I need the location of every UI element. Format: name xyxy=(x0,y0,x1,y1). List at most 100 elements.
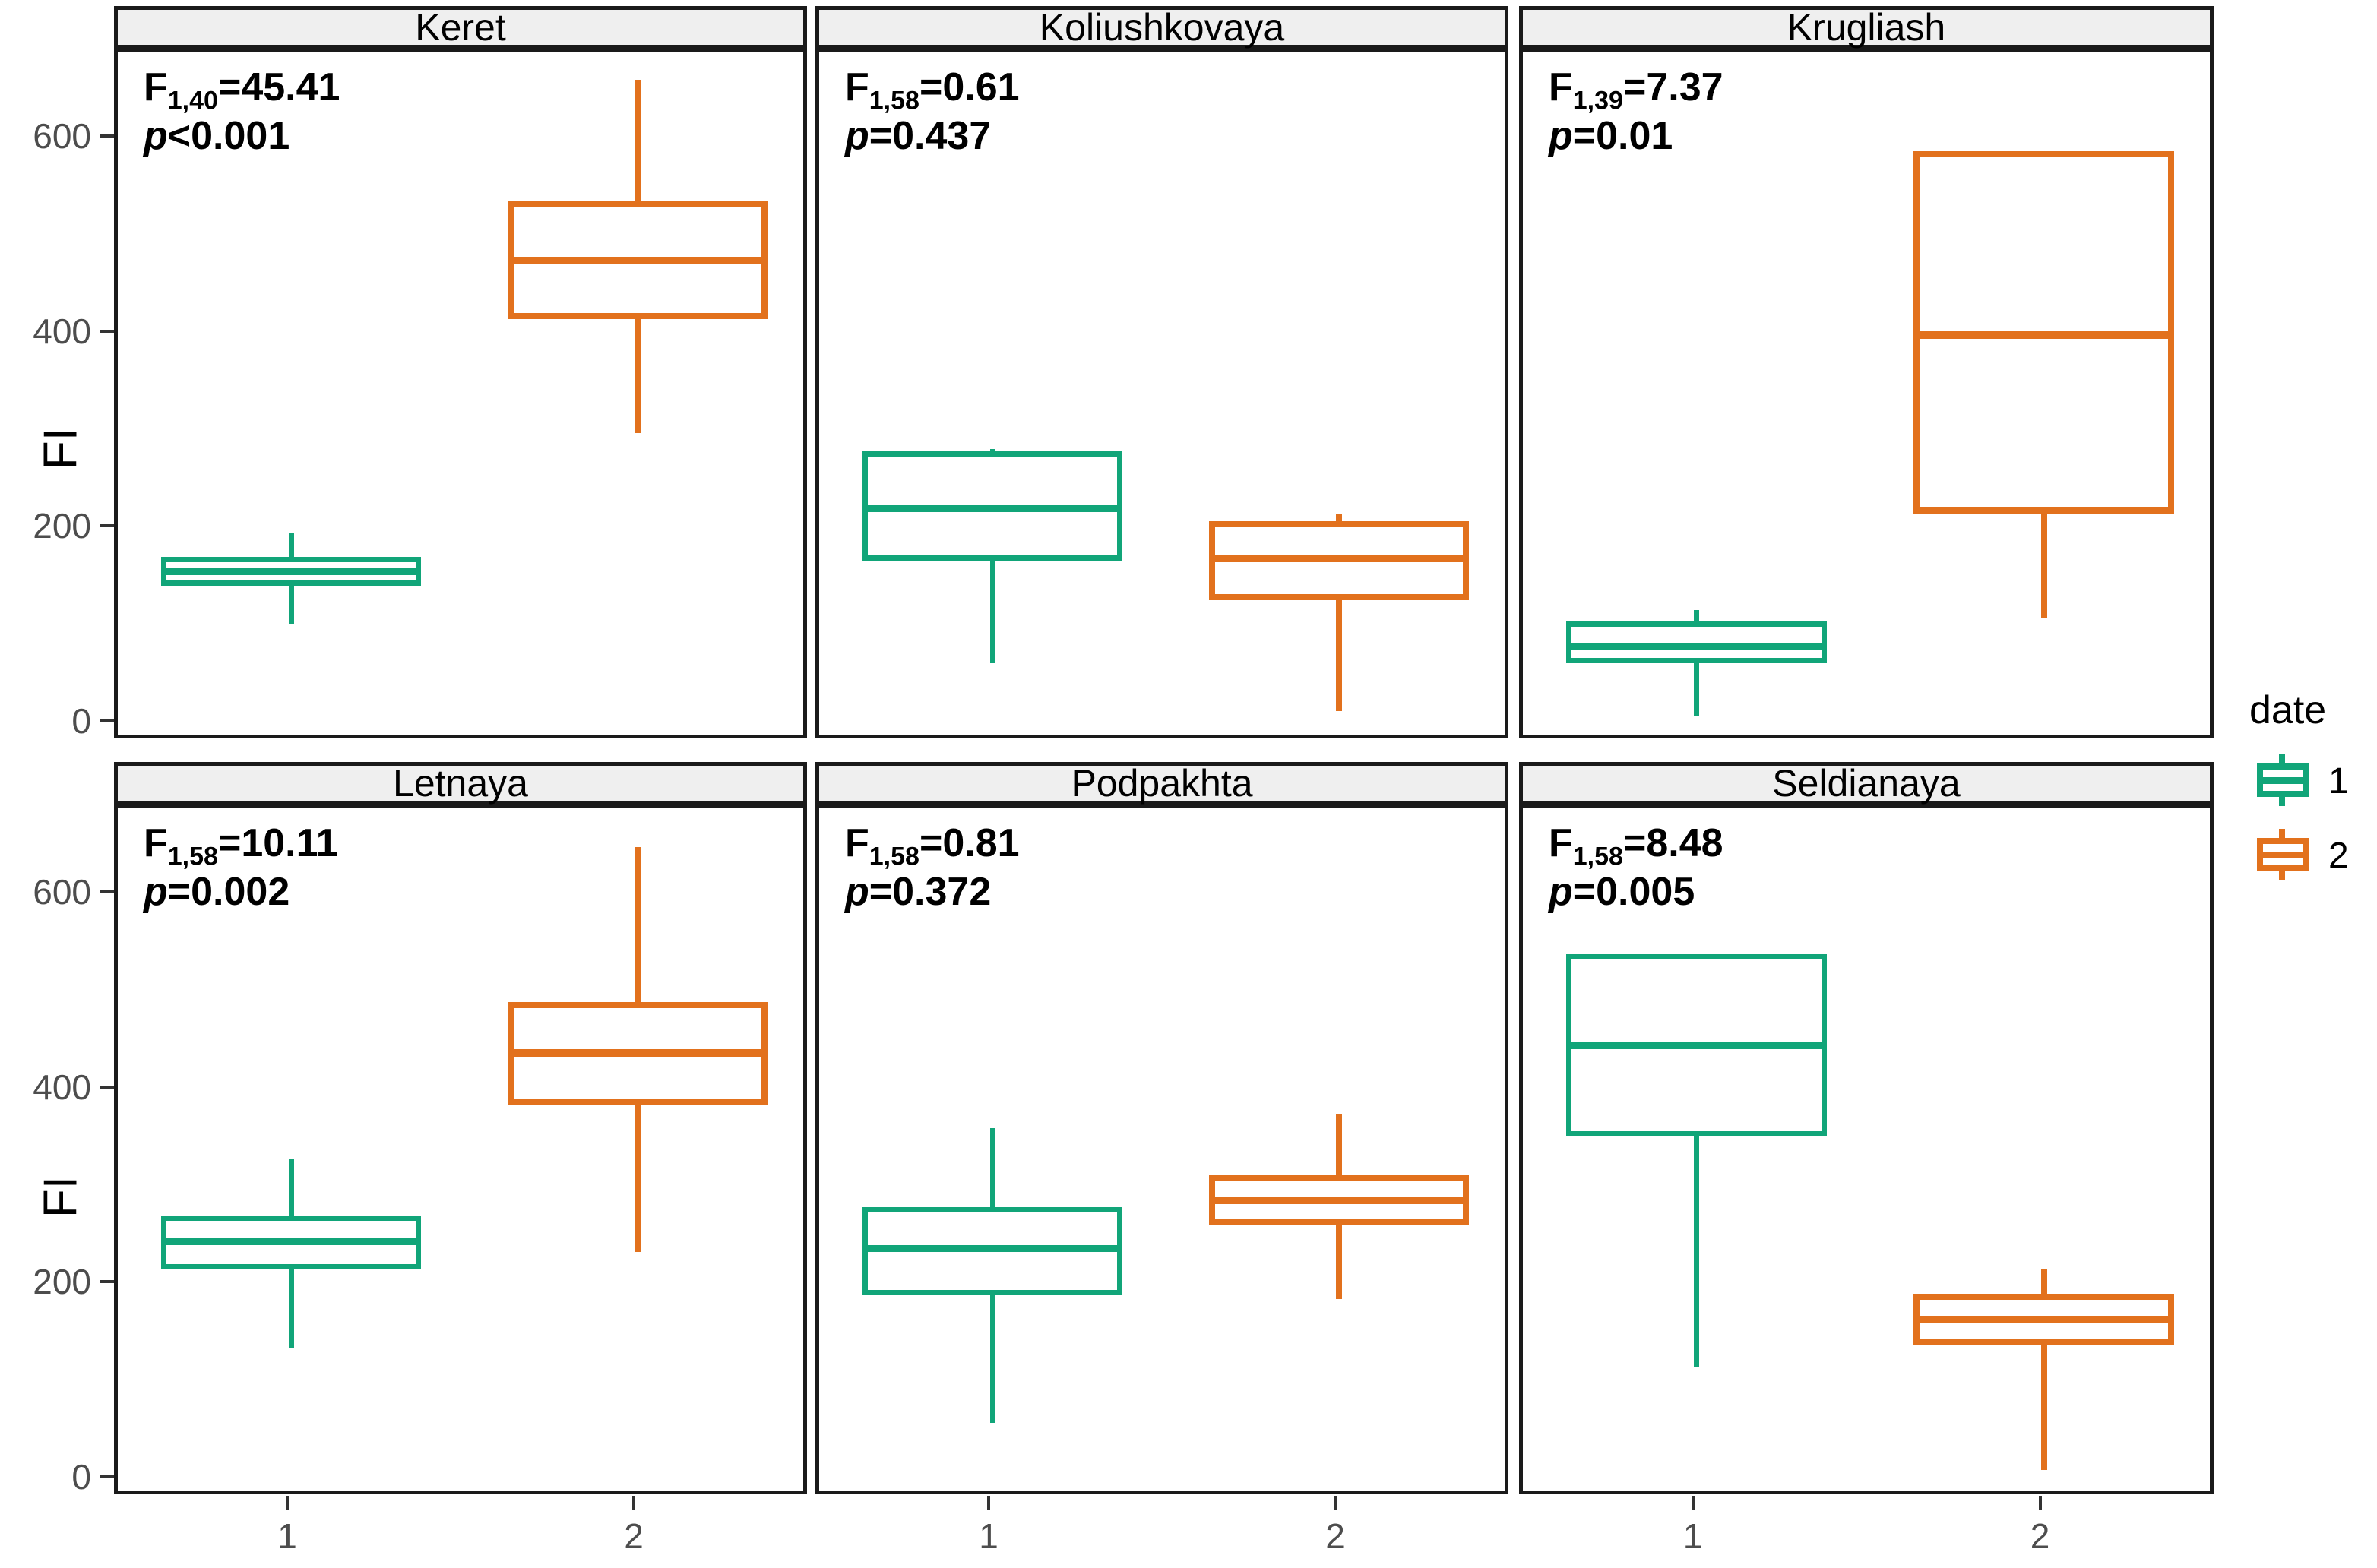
median-line xyxy=(161,568,421,576)
boxplot-group-2 xyxy=(1523,52,2210,735)
legend-key-whisker-bottom xyxy=(2279,792,2285,806)
lower-whisker xyxy=(635,1104,641,1252)
median-line xyxy=(862,504,1122,512)
median-line xyxy=(508,257,768,265)
facet-strip-label: Seldianaya xyxy=(1772,762,1961,805)
y-tick-mark xyxy=(100,134,114,138)
facet-strip-koliushkovaya: Koliushkovaya xyxy=(815,6,1508,49)
legend-key-1[interactable] xyxy=(2255,753,2310,808)
upper-whisker xyxy=(635,847,641,1003)
upper-whisker xyxy=(635,79,641,201)
y-tick-label: 400 xyxy=(33,1067,91,1107)
y-tick-label: 0 xyxy=(71,1456,91,1497)
median-line xyxy=(161,1238,421,1246)
y-tick-mark xyxy=(100,524,114,528)
legend-key-label: 1 xyxy=(2328,761,2349,801)
x-tick-label: 2 xyxy=(624,1516,644,1556)
lower-whisker xyxy=(1336,1224,1342,1300)
legend-key-2[interactable] xyxy=(2255,827,2310,882)
x-tick-mark xyxy=(632,1496,635,1510)
median-line xyxy=(862,1245,1122,1253)
y-tick-mark xyxy=(100,1475,114,1478)
upper-whisker xyxy=(1336,1114,1342,1176)
upper-whisker xyxy=(288,1159,294,1216)
legend-key-whisker-bottom xyxy=(2279,867,2285,880)
median-line xyxy=(1913,1316,2174,1324)
legend-key-median xyxy=(2257,852,2309,858)
y-tick-mark xyxy=(100,1085,114,1089)
legend: date 1 2 xyxy=(2249,688,2377,885)
facet-strip-label: Keret xyxy=(415,6,506,49)
lower-whisker xyxy=(2040,513,2047,618)
x-tick-label: 1 xyxy=(277,1516,297,1556)
legend-key-median xyxy=(2257,777,2309,784)
y-tick-mark xyxy=(100,329,114,333)
facet-strip-krugliash: Krugliash xyxy=(1519,6,2214,49)
upper-whisker xyxy=(1336,514,1342,521)
y-tick-label: 600 xyxy=(33,872,91,912)
median-line xyxy=(1566,643,1827,650)
y-tick-label: 400 xyxy=(33,311,91,351)
lower-whisker xyxy=(2040,1345,2047,1470)
median-line xyxy=(1913,330,2174,339)
boxplot-group-1 xyxy=(819,52,1505,735)
legend-title: date xyxy=(2249,688,2327,732)
x-tick-label: 2 xyxy=(1325,1516,1345,1556)
boxplot-group-2 xyxy=(118,52,803,735)
x-tick-label: 1 xyxy=(979,1516,999,1556)
boxplot-group-1 xyxy=(819,808,1505,1491)
lower-whisker xyxy=(989,561,995,664)
box-iqr xyxy=(1566,621,1827,664)
facet-strip-label: Koliushkovaya xyxy=(1039,6,1285,49)
legend-key-whisker-top xyxy=(2279,754,2285,768)
x-tick-mark xyxy=(987,1496,990,1510)
y-tick-mark xyxy=(100,719,114,722)
x-tick-mark xyxy=(1334,1496,1337,1510)
boxplot-group-2 xyxy=(819,808,1505,1491)
lower-whisker xyxy=(1336,599,1342,711)
boxplot-group-2 xyxy=(1523,808,2210,1491)
upper-whisker xyxy=(989,1127,995,1207)
facet-strip-label: Letnaya xyxy=(393,762,528,805)
facet-strip-letnaya: Letnaya xyxy=(114,762,807,805)
y-tick-mark xyxy=(100,890,114,894)
facet-strip-seldianaya: Seldianaya xyxy=(1519,762,2214,805)
median-line xyxy=(1209,1196,1469,1204)
upper-whisker xyxy=(2040,1269,2047,1294)
lower-whisker xyxy=(635,319,641,434)
facet-strip-podpakhta: Podpakhta xyxy=(815,762,1508,805)
y-axis-label: FI xyxy=(34,1175,87,1219)
boxplot-group-2 xyxy=(118,808,803,1491)
x-tick-label: 1 xyxy=(1682,1516,1703,1556)
boxplot-group-1 xyxy=(118,52,803,735)
y-tick-label: 200 xyxy=(33,1262,91,1302)
y-tick-mark xyxy=(100,1280,114,1284)
x-tick-mark xyxy=(2038,1496,2042,1510)
median-line xyxy=(1209,554,1469,562)
boxplot-group-1 xyxy=(1523,52,2210,735)
median-line xyxy=(508,1048,768,1057)
lower-whisker xyxy=(288,1269,294,1348)
x-tick-label: 2 xyxy=(2030,1516,2050,1556)
legend-key-label: 2 xyxy=(2328,836,2349,876)
facet-strip-label: Krugliash xyxy=(1787,6,1946,49)
legend-key-whisker-top xyxy=(2279,829,2285,842)
boxplot-group-1 xyxy=(118,808,803,1491)
lower-whisker xyxy=(1694,1136,1699,1368)
x-tick-mark xyxy=(1691,1496,1695,1510)
lower-whisker xyxy=(989,1295,995,1424)
y-tick-label: 200 xyxy=(33,506,91,546)
median-line xyxy=(1566,1042,1827,1050)
lower-whisker xyxy=(1694,663,1699,716)
x-tick-mark xyxy=(286,1496,289,1510)
boxplot-group-1 xyxy=(1523,808,2210,1491)
